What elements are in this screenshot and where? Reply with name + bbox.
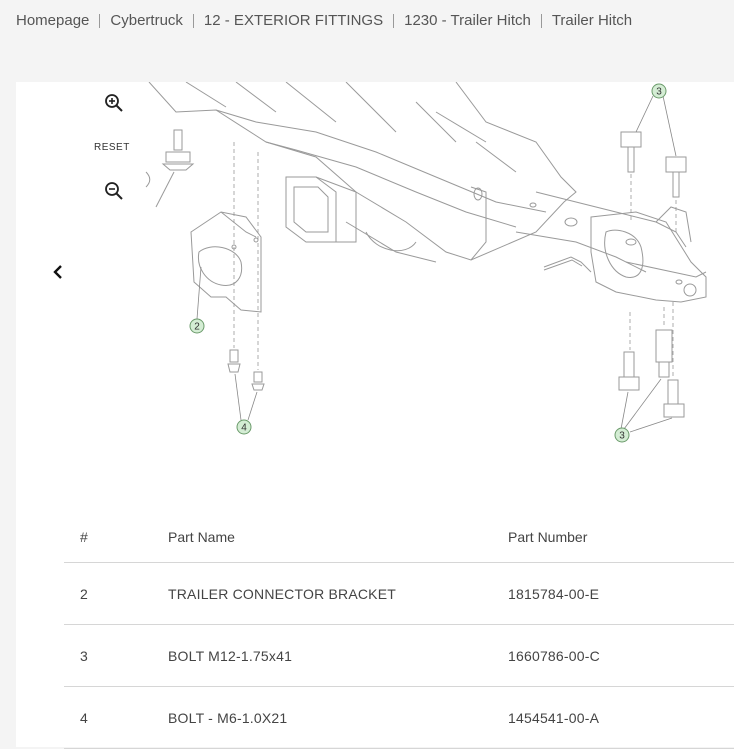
table-row[interactable]: 3 BOLT M12-1.75x41 1660786-00-C [64,624,734,687]
callout-3-top[interactable]: 3 [651,83,667,99]
chevron-left-icon [53,265,62,279]
zoom-in-icon [105,94,123,112]
row-part-number: 1660786-00-C [508,624,734,687]
breadcrumb: Homepage Cybertruck 12 - EXTERIOR FITTIN… [16,12,632,29]
breadcrumb-separator [99,13,101,28]
row-part-name: TRAILER CONNECTOR BRACKET [168,562,508,625]
table-row[interactable]: 2 TRAILER CONNECTOR BRACKET 1815784-00-E [64,562,734,625]
zoom-out-button[interactable] [101,178,127,204]
row-part-name: BOLT - M6-1.0X21 [168,686,508,749]
breadcrumb-separator [540,13,542,28]
breadcrumb-cybertruck[interactable]: Cybertruck [110,12,183,29]
zoom-out-icon [105,182,123,200]
table-row[interactable]: 4 BOLT - M6-1.0X21 1454541-00-A [64,686,734,749]
row-number: 2 [64,562,168,625]
table-header-row: # Part Name Part Number [64,512,734,563]
breadcrumb-separator [393,13,395,28]
parts-diagram[interactable]: 3 2 4 3 [16,82,734,482]
breadcrumb-trailer-hitch-group[interactable]: 1230 - Trailer Hitch [404,12,531,29]
parts-panel: 3 2 4 3 RESET [16,82,734,749]
breadcrumb-exterior-fittings[interactable]: 12 - EXTERIOR FITTINGS [203,12,384,29]
row-number: 4 [64,686,168,749]
breadcrumb-separator [192,13,194,28]
callout-3-bottom[interactable]: 3 [614,427,630,443]
svg-text:4: 4 [241,423,247,434]
breadcrumb-homepage[interactable]: Homepage [16,12,90,29]
column-header-number: # [64,512,168,563]
callout-4[interactable]: 4 [236,419,252,435]
zoom-in-button[interactable] [101,90,127,116]
callout-2[interactable]: 2 [189,318,205,334]
row-number: 3 [64,624,168,687]
previous-button[interactable] [52,264,64,285]
column-header-part-number: Part Number [508,512,734,563]
svg-text:2: 2 [194,322,200,333]
row-part-number: 1815784-00-E [508,562,734,625]
row-part-name: BOLT M12-1.75x41 [168,624,508,687]
reset-button[interactable]: RESET [94,142,130,153]
column-header-part-name: Part Name [168,512,508,563]
parts-table: # Part Name Part Number 2 TRAILER CONNEC… [64,512,734,749]
row-part-number: 1454541-00-A [508,686,734,749]
breadcrumb-trailer-hitch: Trailer Hitch [551,12,633,29]
svg-text:3: 3 [619,431,625,442]
svg-text:3: 3 [656,87,662,98]
